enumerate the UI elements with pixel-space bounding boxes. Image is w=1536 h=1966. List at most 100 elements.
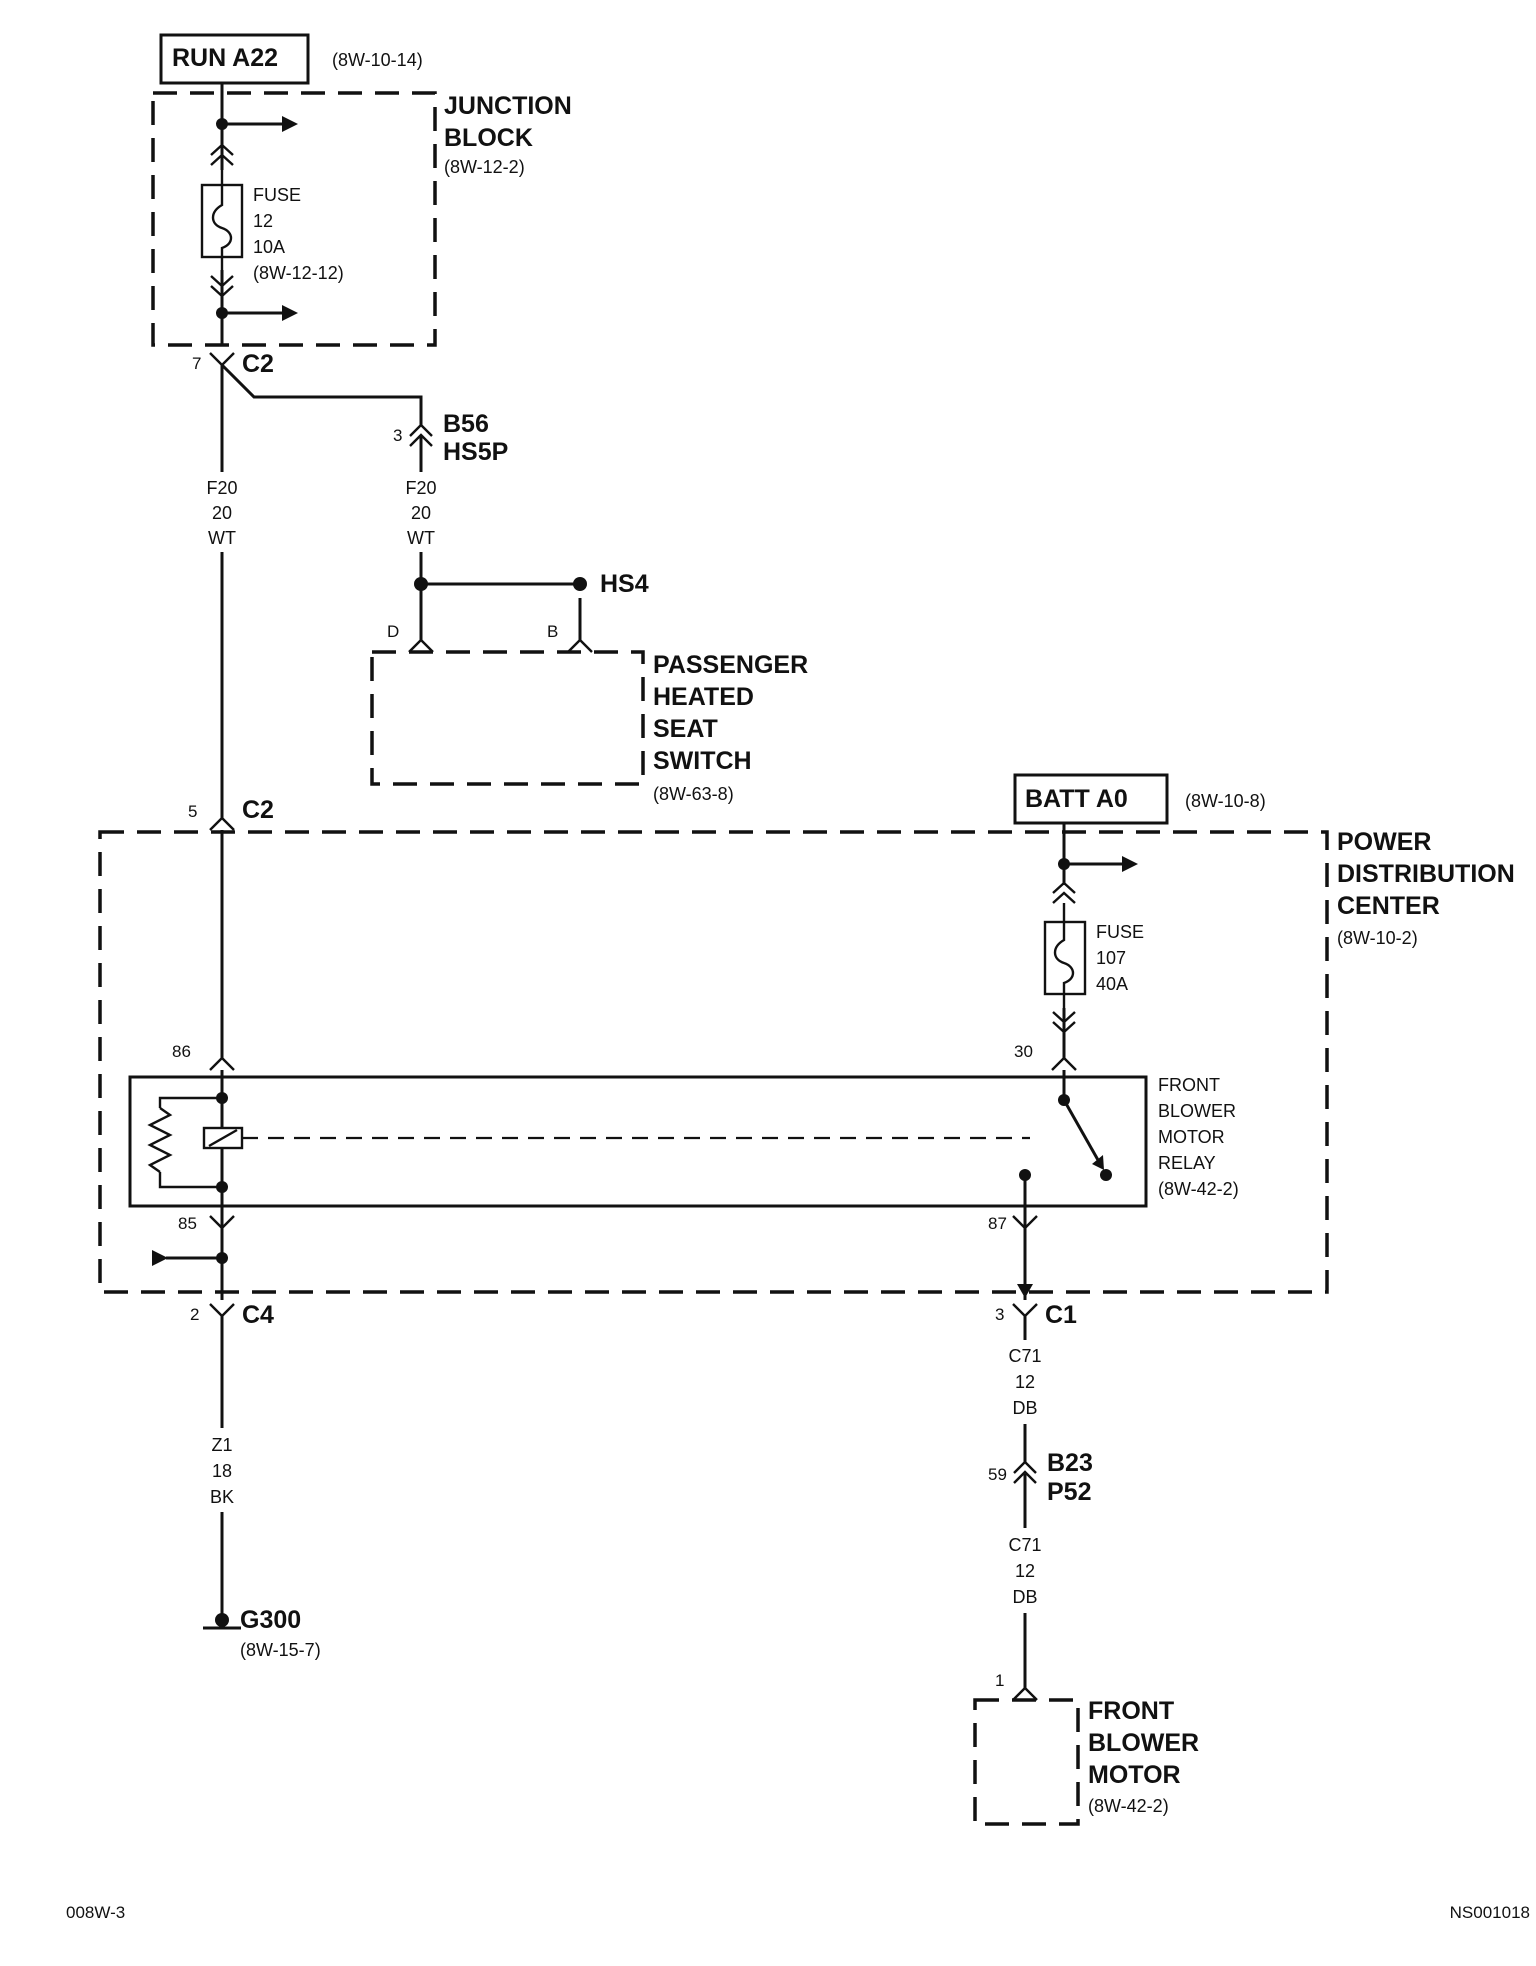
connector-c4-symbol [209, 1303, 235, 1318]
seat-switch-ref: (8W-63-8) [653, 784, 734, 804]
pdc-outline [98, 830, 1329, 1294]
fuse-12-ref: (8W-12-12) [253, 263, 344, 283]
relay-switch-arm [1062, 1099, 1100, 1161]
wire-c71-lower-circuit: C71 [1008, 1535, 1041, 1555]
pdc-ref: (8W-10-2) [1337, 928, 1418, 948]
connector-c1-name: C1 [1045, 1301, 1077, 1329]
fuse-107-element [1053, 903, 1075, 1008]
run-a22-label: RUN A22 [172, 44, 278, 72]
blower-motor-title-1: FRONT [1088, 1697, 1174, 1725]
connector-c1-symbol [1012, 1303, 1038, 1318]
wire-c71-upper-gauge: 12 [1015, 1372, 1035, 1392]
connector-b56-symbol-2 [409, 433, 433, 447]
resistor-zigzag [147, 1107, 173, 1173]
resistor-lead-bottom [158, 1172, 222, 1189]
fuse-12-label-1: FUSE [253, 185, 301, 205]
fuse-107-label-2: 107 [1096, 948, 1126, 968]
connector-c4-pin: 2 [190, 1305, 199, 1324]
footer-left-code: 008W-3 [66, 1903, 125, 1922]
wire-f20-left-color: WT [208, 528, 236, 548]
connector-pin-b-symbol [567, 638, 593, 653]
junction-block-outline [151, 91, 437, 347]
fuse-107-label-3: 40A [1096, 974, 1128, 994]
connector-pin-30-symbol [1051, 1056, 1077, 1071]
seat-switch-outline [370, 650, 645, 786]
fuse-12-element [211, 170, 233, 270]
wire-f20-right-circuit: F20 [405, 478, 436, 498]
splice-hs4-name: HS4 [600, 570, 649, 598]
fuse-107-connector-top-2 [1052, 891, 1076, 904]
seat-switch-pin-b: B [547, 622, 558, 641]
arrow-head-batt [1122, 856, 1138, 872]
seat-switch-title-3: SEAT [653, 715, 718, 743]
fuse-12-label-2: 12 [253, 211, 273, 231]
connector-c2-top-name: C2 [242, 350, 274, 378]
fuse-107-label-1: FUSE [1096, 922, 1144, 942]
connector-pin-d-symbol [408, 638, 434, 653]
ground-g300-ref: (8W-15-7) [240, 1640, 321, 1660]
switch-contact-no [1100, 1169, 1112, 1181]
run-a22-ref: (8W-10-14) [332, 50, 423, 70]
junction-block-title-1: JUNCTION [444, 92, 572, 120]
wire-z1-gauge: 18 [212, 1461, 232, 1481]
wire-c71-upper-circuit: C71 [1008, 1346, 1041, 1366]
arrow-head-jb-top [282, 116, 298, 132]
wire-branch-to-b56 [220, 363, 423, 425]
relay-pin-85: 85 [178, 1214, 197, 1233]
resistor-lead-top [158, 1096, 222, 1108]
connector-b23-symbol-1 [1013, 1460, 1037, 1474]
pdc-title-1: POWER [1337, 828, 1431, 856]
connector-b56-symbol-1 [409, 423, 433, 437]
relay-pin-30: 30 [1014, 1042, 1033, 1061]
connector-c1-pin: 3 [995, 1305, 1004, 1324]
relay-title-4: RELAY [1158, 1153, 1216, 1173]
junction-block-title-2: BLOCK [444, 124, 533, 152]
fuse-12-label-3: 10A [253, 237, 285, 257]
junction-block-ref: (8W-12-2) [444, 157, 525, 177]
relay-switch-arrow [1092, 1155, 1104, 1170]
arrow-head-87 [1017, 1284, 1033, 1298]
connector-pin-85-symbol [209, 1215, 235, 1230]
relay-coil-slash [208, 1128, 238, 1148]
connector-c2-bottom-pin: 5 [188, 802, 197, 821]
connector-c2-top-symbol [209, 352, 235, 367]
relay-title-3: MOTOR [1158, 1127, 1225, 1147]
footer-right-code: NS001018 [1450, 1903, 1530, 1922]
seat-switch-title-4: SWITCH [653, 747, 752, 775]
ground-g300-name: G300 [240, 1606, 301, 1634]
connector-pin-87-symbol [1012, 1215, 1038, 1230]
connector-b56-pin: 3 [393, 426, 402, 445]
connector-b23-pin: 59 [988, 1465, 1007, 1484]
wire-z1-circuit: Z1 [211, 1435, 232, 1455]
connector-hs5p-name: HS5P [443, 438, 508, 466]
batt-a0-ref: (8W-10-8) [1185, 791, 1266, 811]
wire-f20-left-circuit: F20 [206, 478, 237, 498]
fuse-connector-top-1 [210, 143, 234, 156]
pdc-title-3: CENTER [1337, 892, 1440, 920]
connector-p52-name: P52 [1047, 1478, 1091, 1506]
wire-c71-upper-color: DB [1012, 1398, 1037, 1418]
seat-switch-title-1: PASSENGER [653, 651, 808, 679]
wire-z1-color: BK [210, 1487, 234, 1507]
wire-c71-lower-gauge: 12 [1015, 1561, 1035, 1581]
connector-pin-86-symbol [209, 1056, 235, 1071]
blower-motor-pin: 1 [995, 1671, 1004, 1690]
seat-switch-title-2: HEATED [653, 683, 754, 711]
relay-pin-86: 86 [172, 1042, 191, 1061]
batt-a0-box [1013, 773, 1169, 825]
connector-c2-top-pin: 7 [192, 354, 201, 373]
wire-f20-right-color: WT [407, 528, 435, 548]
blower-motor-ref: (8W-42-2) [1088, 1796, 1169, 1816]
splice-dot-hs4-right [573, 577, 587, 591]
fuse-connector-top-2 [210, 153, 234, 166]
connector-b23-name: B23 [1047, 1449, 1093, 1477]
arrow-head-85 [152, 1250, 168, 1266]
ground-g300-dot [215, 1613, 229, 1627]
arrow-head-jb-bottom [282, 305, 298, 321]
run-a22-box [159, 33, 310, 85]
blower-motor-title-3: MOTOR [1088, 1761, 1181, 1789]
seat-switch-pin-d: D [387, 622, 399, 641]
wire-f20-left-gauge: 20 [212, 503, 232, 523]
relay-ref: (8W-42-2) [1158, 1179, 1239, 1199]
